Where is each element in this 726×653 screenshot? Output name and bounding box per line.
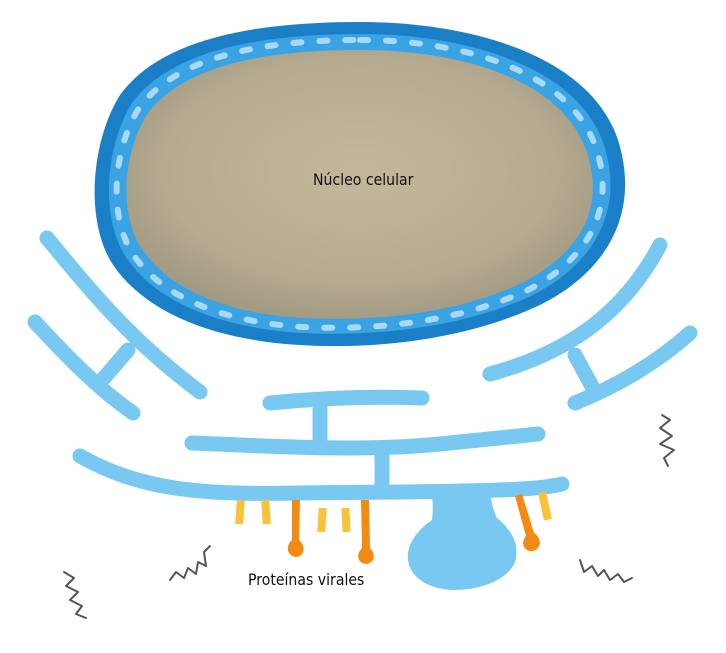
viral-protein-light: [261, 499, 271, 525]
er-top-center: [262, 389, 430, 411]
squiggle: [63, 571, 87, 619]
viral-protein-dark: [358, 500, 374, 564]
er-left-upper: [39, 230, 208, 400]
viral-protein-light: [317, 507, 327, 533]
er-right-lower: [567, 325, 698, 411]
er-center: [184, 426, 546, 456]
squiggle: [659, 414, 675, 467]
squiggle: [169, 545, 211, 581]
viral-protein-light: [235, 499, 245, 525]
viral-protein-light: [341, 507, 351, 533]
er-left-lower: [27, 314, 141, 421]
viral-proteins-label: Proteínas virales: [248, 570, 365, 589]
er-right-bridge: [567, 347, 602, 398]
endoplasmic-reticulum-icon: [27, 230, 698, 501]
nucleus-label: Núcleo celular: [313, 170, 414, 189]
er-vesicle: [407, 494, 517, 590]
er-left-bridge: [90, 342, 136, 393]
nucleoplasm: [126, 50, 593, 319]
viral-protein-dark: [515, 494, 540, 552]
squiggle: [579, 559, 633, 583]
viral-protein-light: [538, 491, 552, 521]
squiggle-icon: [63, 414, 675, 619]
er-right-upper: [482, 237, 668, 382]
nucleus-icon: [94, 22, 626, 347]
nuclear-envelope-pores: [113, 36, 606, 331]
viral-protein-icon: [235, 491, 552, 564]
viral-protein-dark: [287, 500, 304, 557]
er-bottom: [72, 448, 570, 501]
